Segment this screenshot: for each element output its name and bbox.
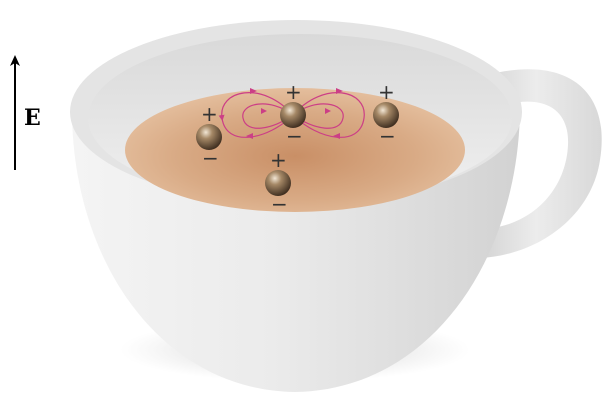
plus-sign: +	[285, 80, 302, 104]
plus-sign: +	[201, 102, 218, 126]
minus-sign: −	[202, 146, 219, 170]
plus-sign: +	[378, 80, 395, 104]
plus-sign: +	[270, 148, 287, 172]
electric-field-indicator: E	[10, 55, 41, 170]
minus-sign: −	[379, 124, 396, 148]
minus-sign: −	[286, 124, 303, 148]
field-label: E	[24, 105, 41, 131]
minus-sign: −	[271, 192, 288, 216]
